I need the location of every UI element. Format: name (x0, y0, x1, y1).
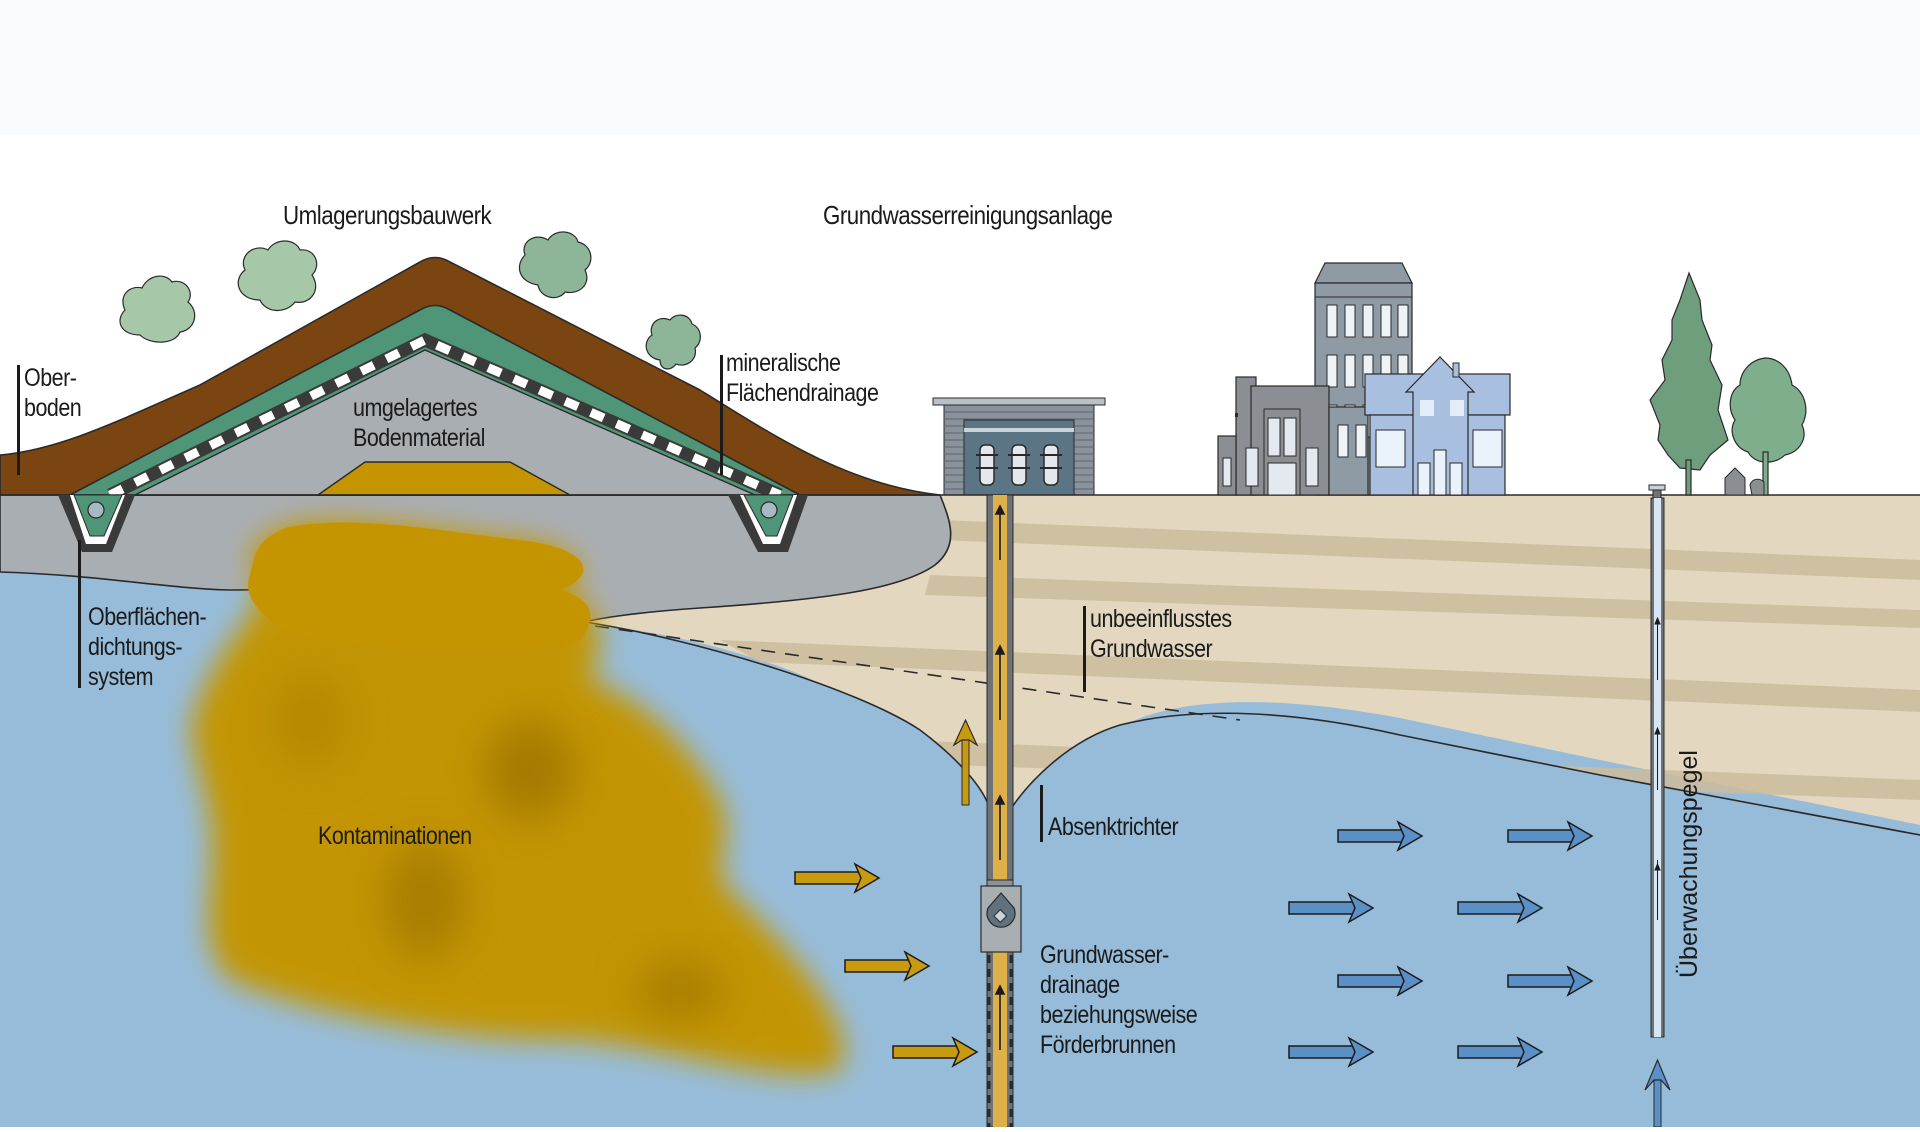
dog-kennel-icon (1724, 467, 1765, 496)
leader-line (1083, 606, 1086, 692)
sealing-band-stripes (108, 335, 782, 500)
flow-arrow-icon-up-blue (1644, 1058, 1671, 1128)
flow-arrows (794, 820, 1594, 1068)
drain-pipe-icon (87, 501, 105, 519)
label-umgelagertes-bodenmaterial: umgelagertes Bodenmaterial (353, 394, 485, 452)
flow-arrow-icon-up (952, 718, 979, 806)
tree-icon (1649, 271, 1729, 471)
monitoring-well-icon (1644, 484, 1671, 1128)
window-icon (1344, 354, 1356, 388)
drainage-trench-left (58, 494, 135, 552)
top-band (0, 0, 1920, 135)
building-icon (1217, 376, 1369, 496)
drainage-trench-right (728, 494, 808, 552)
flow-arrow-icon (1337, 965, 1424, 997)
unaffected-water-table (594, 625, 1241, 721)
label-kontaminationen: Kontaminationen (318, 822, 472, 850)
flow-arrow-icon (1507, 965, 1594, 997)
leader-line (720, 355, 723, 475)
drain-pipe-icon (760, 501, 778, 519)
label-oberboden: Ober- boden (24, 364, 82, 422)
flow-arrow-icon (1457, 1036, 1544, 1068)
cone-left-line (584, 621, 991, 811)
leader-line (78, 540, 81, 688)
contamination-plume (191, 521, 844, 1075)
trees-mound (119, 231, 701, 370)
flow-arrow-icon (794, 862, 881, 894)
extraction-well (980, 494, 1022, 1128)
groundwater-upper (585, 622, 1920, 1127)
leader-line (17, 365, 20, 475)
house-icon (1364, 356, 1511, 496)
tree-icon (237, 240, 318, 311)
water-table-line (1009, 712, 1920, 836)
label-ueberwachungspegel: Überwachungspegel (1675, 750, 1703, 978)
treatment-plant-icon (932, 397, 1106, 496)
label-absenktrichter: Absenktrichter (1048, 813, 1179, 841)
leader-line (1040, 785, 1043, 842)
label-grundwasserreinigungsanlage: Grundwasserreinigungsanlage (823, 200, 1113, 230)
flow-arrow-icon (1288, 892, 1375, 924)
window-icon (1344, 304, 1356, 338)
flow-arrow-icon (892, 1036, 979, 1068)
label-oberflaechendichtungssystem: Oberflächen- dichtungs- system (88, 603, 207, 691)
well-flow-arrows (994, 504, 1006, 1050)
window-icon (1380, 304, 1392, 338)
flow-arrow-icon (1288, 1036, 1375, 1068)
tree-icon (645, 314, 701, 370)
window-icon (1362, 304, 1374, 338)
label-unbeeinflusstes-grundwasser: unbeeinflusstes Grundwasser (1090, 605, 1232, 663)
label-grundwasserdrainage: Grundwasser- drainage beziehungsweise Fö… (1040, 941, 1198, 1059)
window-icon (1397, 304, 1409, 338)
label-umlagerungsbauwerk: Umlagerungsbauwerk (283, 200, 492, 230)
window-icon (1326, 354, 1338, 388)
pump-icon (980, 885, 1022, 953)
flow-arrow-icon (1337, 820, 1424, 852)
tree-icon (119, 275, 196, 343)
flow-arrow-icon (1507, 820, 1594, 852)
flow-arrow-icon (844, 950, 931, 982)
tree-icon (518, 231, 592, 299)
buildings (1217, 262, 1511, 496)
trees-right (1649, 271, 1807, 496)
flow-arrow-icon (1457, 892, 1544, 924)
tree-icon (1729, 357, 1807, 463)
label-mineralische-flaechendrainage: mineralische Flächendrainage (726, 349, 879, 407)
window-icon (1326, 304, 1338, 338)
